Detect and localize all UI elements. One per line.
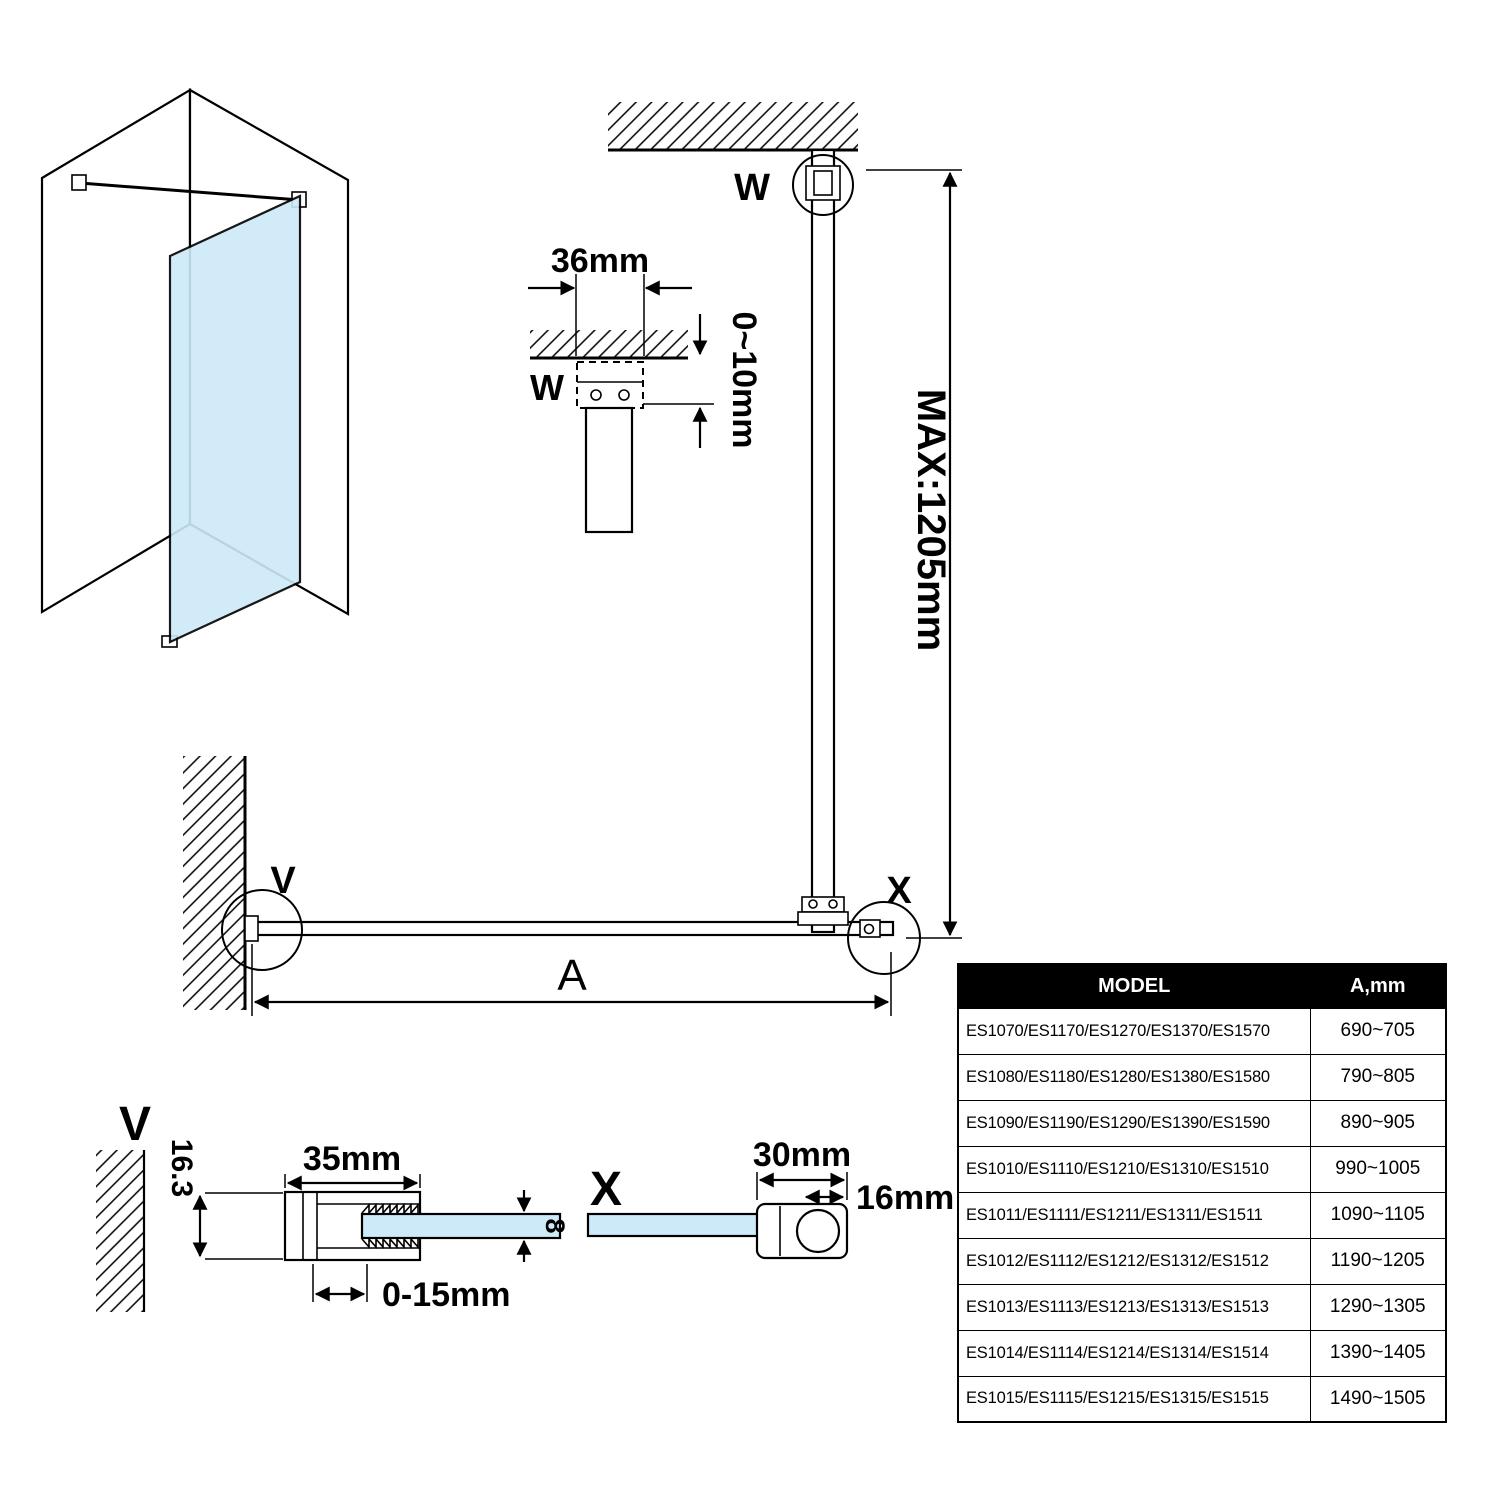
wall-profile-plan — [244, 915, 259, 942]
wall-hatch — [96, 1150, 144, 1312]
detail-v-label: V — [119, 1098, 151, 1151]
plan-view: A — [183, 756, 895, 1016]
fitting-screw — [808, 899, 818, 909]
bottom-fitting-lower — [797, 911, 849, 926]
a-mm-cell: 990~1005 — [1309, 1145, 1447, 1193]
dim-16-3-label: 16.3 — [165, 1139, 198, 1197]
model-cell: ES1070/ES1170/ES1270/ES1370/ES1570 — [957, 1007, 1311, 1055]
detail-x-label: X — [590, 1163, 622, 1216]
model-cell: ES1080/ES1180/ES1280/ES1380/ES1580 — [957, 1053, 1311, 1101]
dim-35mm-label: 35mm — [303, 1140, 401, 1178]
elevation-x-label: X — [886, 870, 912, 912]
a-mm-cell: 690~705 — [1309, 1007, 1447, 1055]
support-bar-iso — [79, 181, 301, 202]
a-mm-cell: 890~905 — [1309, 1099, 1447, 1147]
a-mm-cell: 1090~1105 — [1309, 1191, 1447, 1239]
top-fitting-inner — [813, 170, 833, 196]
ceiling-hatch — [608, 102, 858, 150]
detail-w-label: W — [530, 367, 564, 408]
model-cell: ES1010/ES1110/ES1210/ES1310/ES1510 — [957, 1145, 1311, 1193]
dim-max-1205-label: MAX:1205mm — [909, 389, 953, 651]
bar-tube-circle — [795, 1208, 841, 1254]
a-mm-cell: 790~805 — [1309, 1053, 1447, 1101]
isometric-view — [40, 88, 350, 648]
wall-bracket-dashed — [576, 361, 644, 409]
bracket-screw — [618, 389, 630, 401]
dim-0-15mm-label: 0-15mm — [382, 1276, 511, 1314]
a-mm-cell: 1390~1405 — [1309, 1329, 1447, 1377]
model-cell: ES1013/ES1113/ES1213/ES1313/ES1513 — [957, 1283, 1311, 1331]
glass-panel-plan — [243, 920, 895, 937]
left-wall — [40, 88, 192, 614]
model-cell: ES1015/ES1115/ES1215/ES1315/ES1515 — [957, 1375, 1311, 1423]
plan-v-label: V — [270, 860, 296, 902]
glass-panel-section — [360, 1212, 562, 1240]
model-cell: ES1014/ES1114/ES1214/ES1314/ES1514 — [957, 1329, 1311, 1377]
bar-wall-fitting — [71, 174, 87, 191]
a-mm-cell: 1490~1505 — [1309, 1375, 1447, 1423]
dim-a-label: A — [557, 951, 587, 1000]
bar-end-cap — [859, 919, 881, 938]
model-cell: ES1011/ES1111/ES1211/ES1311/ES1511 — [957, 1191, 1311, 1239]
glass-panel-section — [586, 1212, 772, 1238]
elevation-view: W X MAX:1205mm — [608, 102, 962, 975]
end-cap-screw — [863, 923, 875, 935]
support-bar-section — [584, 406, 634, 534]
a-mm-cell: 1190~1205 — [1309, 1237, 1447, 1285]
ceiling-hatch — [530, 330, 688, 358]
wall-hatch — [183, 756, 245, 1010]
detail-x-view: X 30mm 16mm — [586, 1136, 954, 1260]
plan-callouts: V — [221, 860, 303, 971]
fitting-screw — [828, 899, 838, 909]
table-header-row: MODEL A,mm — [957, 963, 1447, 1009]
model-cell: ES1012/ES1112/ES1212/ES1312/ES1512 — [957, 1237, 1311, 1285]
a-mm-cell: 1290~1305 — [1309, 1283, 1447, 1331]
table-header-a-mm: A,mm — [1309, 963, 1447, 1009]
detail-w-view: 36mm W 0~10mm — [528, 242, 763, 534]
dim-16mm-label: 16mm — [856, 1179, 954, 1217]
model-cell: ES1090/ES1190/ES1290/ES1390/ES1590 — [957, 1099, 1311, 1147]
bracket-screw — [590, 389, 602, 401]
support-bar — [810, 148, 836, 934]
detail-v-view: V 16.3 35mm 8 0-15mm — [96, 1098, 570, 1314]
detail-w-callout-circle — [792, 154, 854, 216]
dim-8-label: 8 — [540, 1218, 570, 1233]
elevation-w-label: W — [734, 167, 770, 209]
model-table: MODEL A,mm ES1070/ES1170/ES1270/ES1370/E… — [957, 963, 1447, 1423]
dim-36mm-label: 36mm — [551, 242, 649, 280]
dim-30mm-label: 30mm — [753, 1136, 851, 1174]
table-header-model: MODEL — [957, 963, 1311, 1009]
glass-panel-iso — [168, 194, 302, 644]
dim-0-10mm-label: 0~10mm — [725, 311, 763, 448]
detail-v-callout-circle — [221, 889, 303, 971]
